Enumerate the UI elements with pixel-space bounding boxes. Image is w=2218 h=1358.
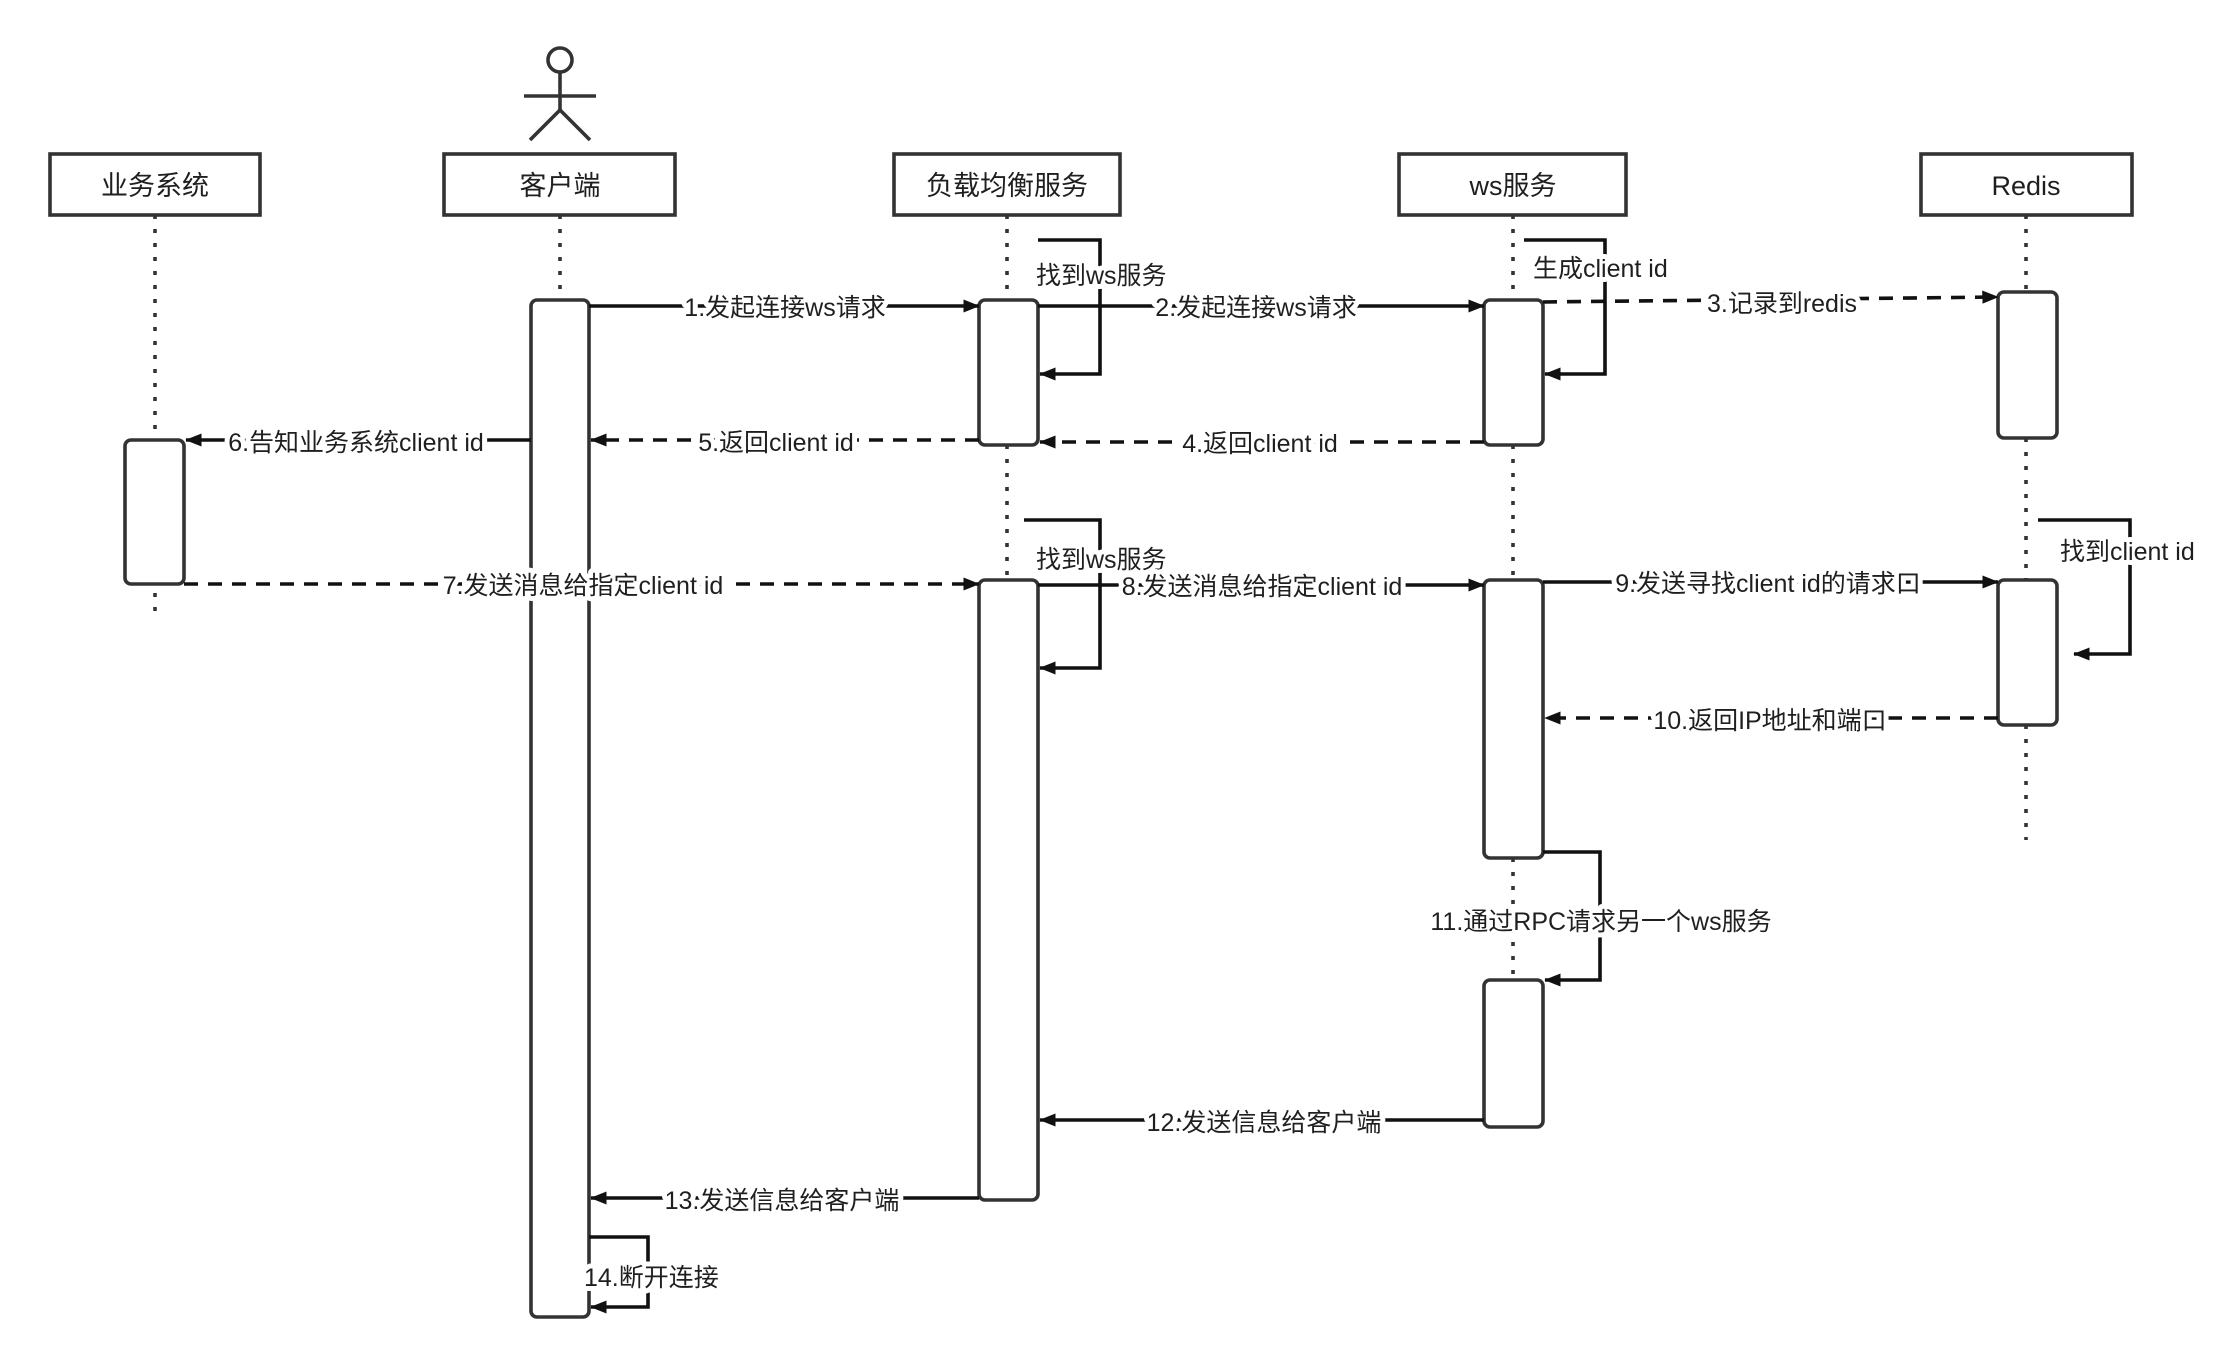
message-2-label: 2.发起连接ws请求 (1155, 294, 1356, 322)
self-call-lb-find-1-label: 找到ws服务 (1036, 262, 1167, 290)
participant-client-label: 客户端 (520, 171, 601, 201)
message-3-label: 3.记录到redis (1707, 290, 1857, 318)
message-11: 11.通过RPC请求另一个ws服务 (1425, 850, 1777, 987)
participant-redis-label: Redis (1991, 171, 2060, 201)
activation-ws-1 (1482, 298, 1545, 447)
message-1: 1.发起连接ws请求 (589, 289, 980, 327)
participant-client: 客户端 (442, 152, 677, 217)
message-14-label: 14.断开连接 (584, 1264, 719, 1292)
participant-biz-label: 业务系统 (101, 171, 209, 201)
message-9-label: 9.发送寻找client id的请求口 (1615, 570, 1921, 598)
self-call-lb-find-2: 找到ws服务 (1024, 518, 1172, 675)
message-5: 5.返回client id (590, 424, 979, 462)
message-4-label: 4.返回client id (1182, 430, 1338, 458)
message-2: 2.发起连接ws请求 (1038, 289, 1485, 327)
participant-lb-label: 负载均衡服务 (926, 171, 1088, 201)
self-call-ws-gen: 生成client id (1524, 238, 1673, 381)
message-8-label: 8.发送消息给指定client id (1122, 573, 1403, 601)
self-call-ws-gen-label: 生成client id (1533, 255, 1668, 283)
message-3: 3.记录到redis (1542, 285, 1999, 323)
message-11-label: 11.通过RPC请求另一个ws服务 (1430, 908, 1771, 936)
message-7-label: 7.发送消息给指定client id (443, 572, 724, 600)
stick-figure-actor-icon (524, 46, 596, 142)
activation-lb-1 (977, 298, 1040, 447)
activation-redis-1 (1996, 290, 2059, 440)
participant-biz: 业务系统 (48, 152, 262, 217)
participant-redis: Redis (1919, 152, 2134, 217)
message-10: 10.返回IP地址和端口 (1544, 702, 1998, 740)
message-12-label: 12.发送信息给客户端 (1147, 1109, 1382, 1137)
activation-ws-2 (1482, 578, 1545, 860)
message-13: 13.发送信息给客户端 (590, 1182, 979, 1220)
message-14: 14.断开连接 (579, 1235, 724, 1314)
activation-ws-3 (1482, 978, 1545, 1129)
self-call-redis-find-label: 找到client id (2060, 538, 2195, 566)
activation-lb-2 (977, 578, 1040, 1202)
message-6-label: 6.告知业务系统client id (228, 429, 484, 457)
message-6: 6.告知业务系统client id (185, 424, 531, 462)
message-4: 4.返回client id (1039, 425, 1484, 463)
participant-ws-label: ws服务 (1469, 171, 1557, 201)
message-5-label: 5.返回client id (698, 429, 854, 457)
message-10-label: 10.返回IP地址和端口 (1653, 707, 1886, 735)
participant-lb: 负载均衡服务 (892, 152, 1122, 217)
participant-ws: ws服务 (1397, 152, 1628, 217)
message-12: 12.发送信息给客户端 (1039, 1104, 1484, 1142)
activation-client (529, 298, 591, 1319)
message-7: 7.发送消息给指定client id (184, 567, 980, 605)
message-1-label: 1.发起连接ws请求 (684, 294, 885, 322)
activation-biz (123, 438, 186, 586)
self-call-redis-find: 找到client id (2038, 518, 2200, 661)
message-8: 8.发送消息给指定client id (1038, 568, 1485, 606)
message-9: 9.发送寻找client id的请求口 (1543, 565, 1999, 603)
activation-redis-2 (1996, 578, 2059, 727)
message-13-label: 13.发送信息给客户端 (665, 1187, 900, 1215)
self-call-lb-find-2-label: 找到ws服务 (1036, 546, 1167, 574)
